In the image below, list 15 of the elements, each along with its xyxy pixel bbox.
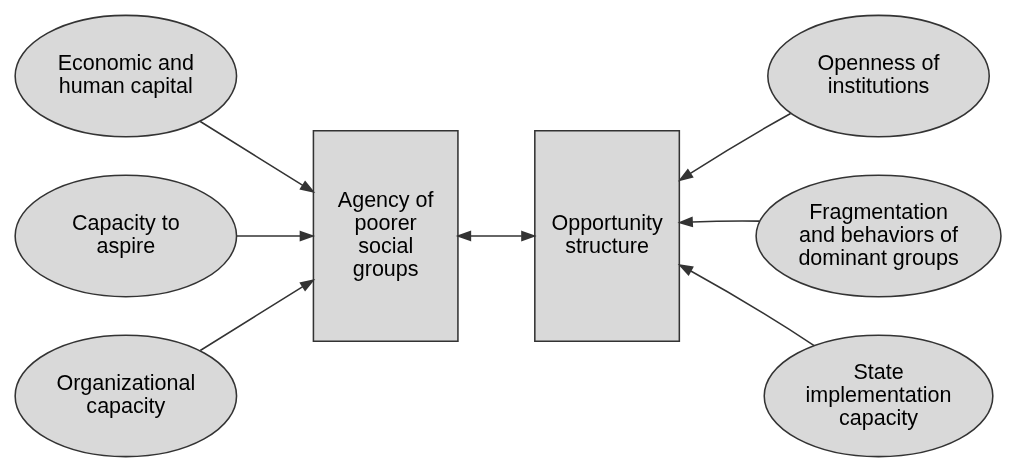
node-ellipse: Capacity to aspire <box>13 174 237 298</box>
node-ellipse: State implementation capacity <box>762 334 994 458</box>
node-box: Agency of poorer social groups <box>312 129 459 343</box>
arrow <box>199 278 315 352</box>
arrow <box>199 120 315 194</box>
arrow <box>455 230 537 242</box>
node-ellipse: Economic and human capital <box>13 14 237 138</box>
arrow <box>235 230 315 242</box>
node-box: Opportunity structure <box>533 129 680 343</box>
node-ellipse: Fragmentation and behaviors of dominant groups <box>754 174 1002 298</box>
arrow <box>677 216 761 228</box>
node-ellipse: Openness of institutions <box>766 14 990 138</box>
node-ellipse: Organizational capacity <box>13 334 237 458</box>
arrow <box>677 112 791 182</box>
arrow <box>677 263 815 347</box>
